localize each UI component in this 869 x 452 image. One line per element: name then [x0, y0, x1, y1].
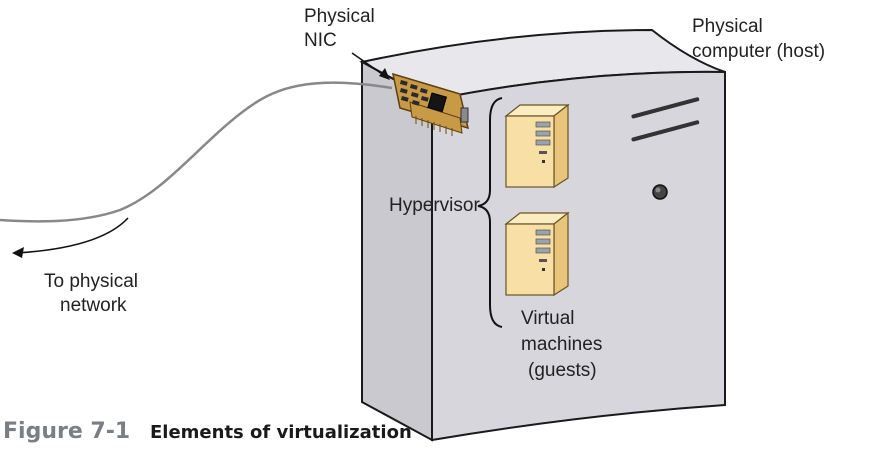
vm-label-line: Virtual [521, 308, 575, 329]
host-vent-top [631, 97, 700, 119]
guest-vm-tower [504, 211, 570, 297]
network-arrow-head [12, 247, 24, 258]
guest-vm-tower [504, 103, 570, 189]
physical-host-computer [359, 28, 726, 442]
nic-label-line: NIC [304, 30, 337, 51]
nic-pointer-head [379, 68, 390, 80]
physical-nic-card [392, 72, 470, 136]
nic-label-line: Physical [304, 6, 375, 27]
network-label-line: network [60, 295, 127, 316]
vm-label-line: machines [521, 334, 602, 355]
physical-network-label: To physical network [44, 271, 143, 316]
vm-label-line: (guests) [528, 360, 597, 381]
network-cable [0, 81, 393, 223]
network-arrow-line [15, 217, 129, 254]
virtual-machines-label: Virtual machines (guests) [521, 308, 608, 381]
host-vent-bottom [631, 120, 700, 142]
host-side-face [431, 70, 726, 442]
host-label-line: computer (host) [692, 41, 825, 62]
physical-nic-label: Physical NIC [304, 6, 380, 51]
nic-pointer-line [351, 52, 386, 77]
nic-chip [427, 92, 448, 113]
hypervisor-label: Hypervisor [389, 195, 480, 216]
host-power-button [652, 184, 668, 200]
physical-host-label: Physical computer (host) [692, 16, 825, 62]
hypervisor-brace [477, 97, 503, 328]
figure-title: Elements of virtualization [150, 422, 412, 443]
figure-caption: Figure 7-1 Elements of virtualization [3, 419, 412, 444]
figure-number: Figure 7-1 [3, 419, 130, 444]
host-label-line: Physical [692, 16, 763, 37]
network-label-line: To physical [44, 271, 138, 292]
